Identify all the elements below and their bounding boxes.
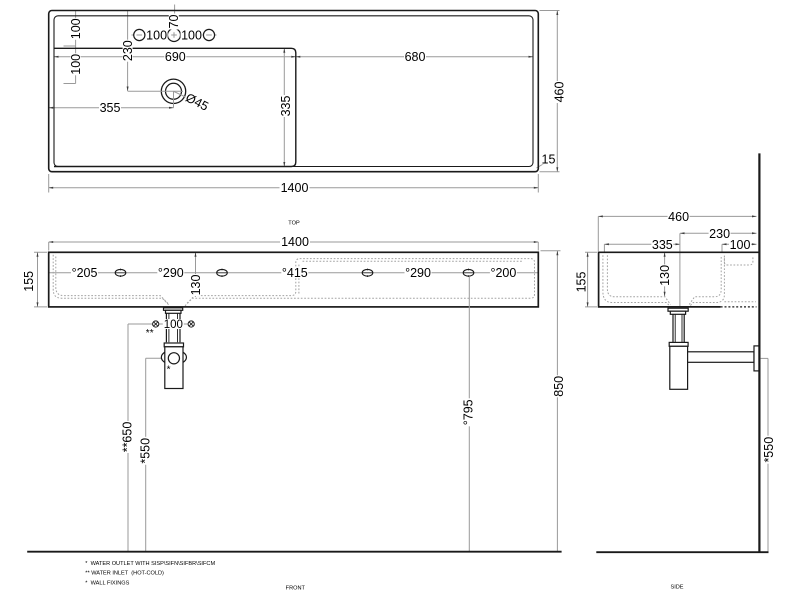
svg-text:°795: °795 (461, 399, 475, 425)
svg-text:100: 100 (69, 54, 83, 75)
svg-text:335: 335 (652, 238, 673, 252)
svg-text:** WATER INLET (HOT-COLD): ** WATER INLET (HOT-COLD) (85, 570, 164, 576)
svg-text:100: 100 (164, 319, 183, 331)
svg-text:15: 15 (542, 153, 556, 167)
svg-text:70: 70 (167, 15, 181, 29)
svg-text:335: 335 (279, 96, 293, 117)
svg-text:FRONT: FRONT (286, 586, 306, 592)
svg-text:155: 155 (574, 272, 588, 293)
svg-text:100: 100 (69, 18, 83, 39)
svg-text:460: 460 (668, 210, 689, 224)
svg-text:100: 100 (730, 238, 751, 252)
svg-text:130: 130 (658, 265, 672, 286)
svg-text:230: 230 (709, 227, 730, 241)
svg-text:850: 850 (552, 376, 566, 397)
svg-text:Ø45: Ø45 (183, 91, 210, 114)
svg-text:130: 130 (189, 275, 203, 296)
svg-text:100: 100 (181, 28, 202, 42)
svg-text:*550: *550 (762, 437, 776, 463)
svg-text:155: 155 (22, 271, 36, 292)
svg-text:°290: °290 (158, 266, 184, 280)
svg-text:°290: °290 (405, 266, 431, 280)
svg-text:* WALL FIXINGS: * WALL FIXINGS (85, 580, 129, 586)
svg-text:°205: °205 (72, 266, 98, 280)
svg-text:355: 355 (100, 101, 121, 115)
svg-text:230: 230 (121, 40, 135, 61)
svg-text:690: 690 (165, 50, 186, 64)
svg-text:1400: 1400 (281, 235, 309, 249)
svg-text:100: 100 (146, 28, 167, 42)
svg-text:*550: *550 (138, 438, 152, 464)
svg-text:460: 460 (553, 82, 567, 103)
svg-text:SIDE: SIDE (670, 585, 683, 591)
svg-text:1400: 1400 (281, 181, 309, 195)
svg-text:680: 680 (405, 50, 426, 64)
svg-text:**650: **650 (120, 422, 134, 453)
svg-text:**: ** (146, 328, 154, 339)
svg-text:* WATER OUTLET WITH SISP\SIFN: * WATER OUTLET WITH SISP\SIFN\SIFBR\SIFC… (85, 561, 215, 567)
svg-text:*: * (167, 364, 171, 375)
svg-text:TOP: TOP (288, 220, 300, 226)
svg-text:°200: °200 (490, 266, 516, 280)
svg-text:°415: °415 (282, 266, 308, 280)
